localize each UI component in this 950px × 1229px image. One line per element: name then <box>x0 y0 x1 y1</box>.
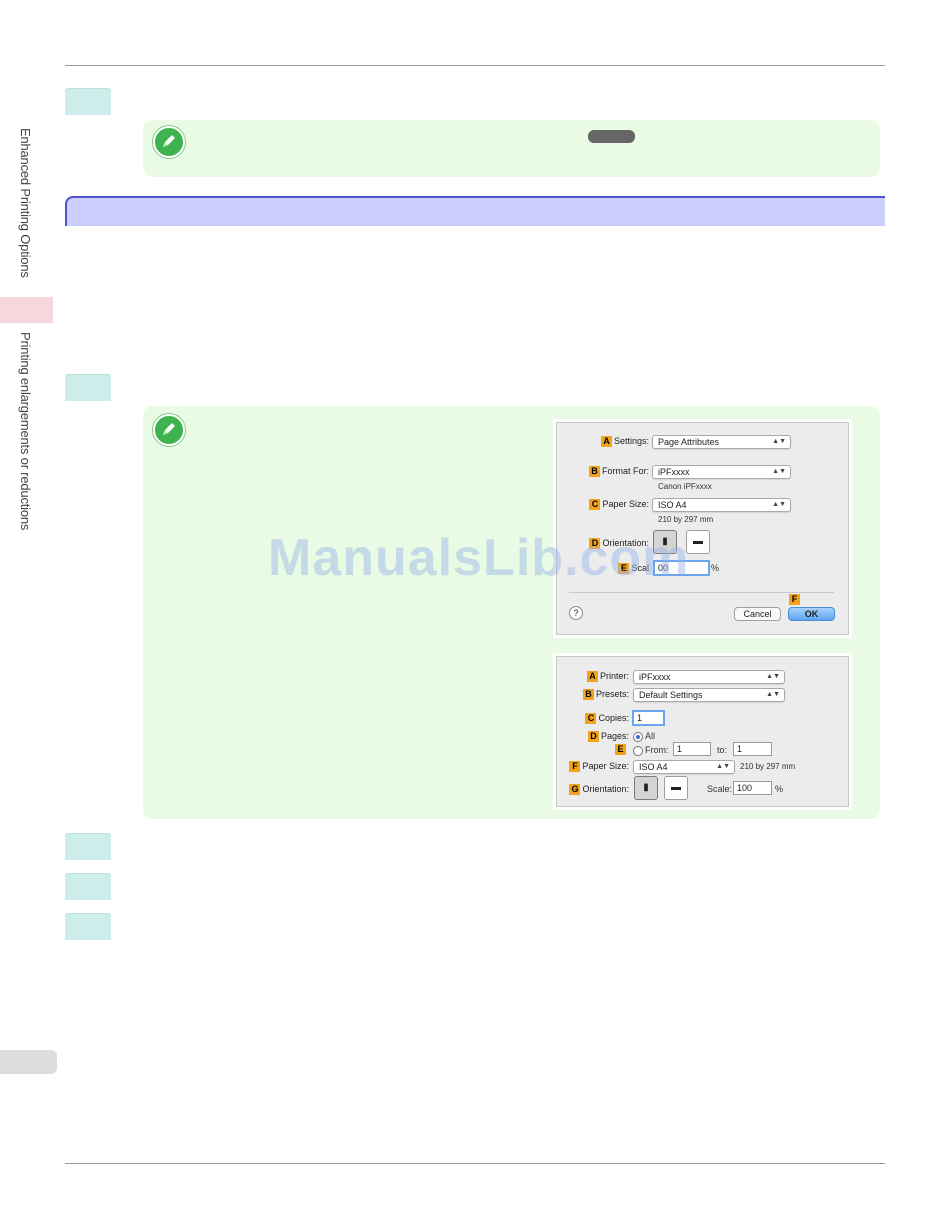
help-button[interactable]: ? <box>569 606 583 620</box>
badge-c: C <box>589 499 601 511</box>
popup-arrows-icon: ▲▼ <box>772 468 786 475</box>
dialog-divider <box>569 592 834 593</box>
format-for-subtext: Canon iPFxxxx <box>658 482 712 491</box>
badge-f: F <box>789 594 800 606</box>
popup-arrows-icon: ▲▼ <box>772 438 786 445</box>
watermark-text: ManualsLib.com <box>268 529 690 587</box>
sidebar-chapter-label: Enhanced Printing Options <box>18 128 33 278</box>
copies-input[interactable]: 1 <box>632 710 665 726</box>
badge-e: E <box>618 563 630 575</box>
scale-unit: % <box>775 784 784 794</box>
paper-size-subtext: 210 by 297 mm <box>740 762 796 771</box>
portrait-icon: ▮ <box>643 782 649 793</box>
sidebar-section-label: Printing enlargements or reductions <box>18 332 33 531</box>
key-button-graphic <box>588 130 635 143</box>
header-rule <box>65 65 885 66</box>
portrait-orientation-button[interactable]: ▮ <box>634 776 658 800</box>
note-pencil-icon <box>153 126 185 158</box>
radio-selected-icon <box>633 731 643 742</box>
sidebar-section-tab <box>0 297 53 323</box>
badge-d: D <box>587 731 599 743</box>
scale-label: Scale: <box>707 784 733 794</box>
to-label: to: <box>717 745 728 755</box>
landscape-orientation-button[interactable]: ▬ <box>686 530 710 554</box>
badge-g: G <box>569 784 581 796</box>
badge-c: C <box>585 713 597 725</box>
badge-d: D <box>589 538 601 550</box>
scale-unit: % <box>711 563 720 573</box>
footer-rule <box>65 1163 885 1164</box>
portrait-icon: ▮ <box>662 536 668 547</box>
popup-arrows-icon: ▲▼ <box>716 763 730 770</box>
cancel-button[interactable]: Cancel <box>734 607 781 621</box>
settings-popup[interactable]: Page Attributes▲▼ <box>652 435 791 449</box>
popup-arrows-icon: ▲▼ <box>766 673 780 680</box>
step-tab <box>65 873 111 900</box>
section-header-bar <box>65 196 885 226</box>
popup-arrows-icon: ▲▼ <box>766 691 780 698</box>
to-input[interactable]: 1 <box>733 742 772 756</box>
pages-all-radio[interactable]: All <box>633 731 655 742</box>
printer-popup[interactable]: iPFxxxx▲▼ <box>633 670 785 684</box>
badge-b: B <box>588 466 600 478</box>
scale-input[interactable]: 100 <box>733 781 772 795</box>
badge-a: A <box>586 671 598 683</box>
presets-popup[interactable]: Default Settings▲▼ <box>633 688 785 702</box>
pages-from-badge: E <box>615 744 628 756</box>
popup-arrows-icon: ▲▼ <box>772 501 786 508</box>
portrait-orientation-button[interactable]: ▮ <box>653 530 677 554</box>
badge-a: A <box>600 436 612 448</box>
format-for-popup[interactable]: iPFxxxx▲▼ <box>652 465 791 479</box>
landscape-icon: ▬ <box>693 536 703 547</box>
paper-size-popup[interactable]: ISO A4▲▼ <box>633 760 735 774</box>
note-box <box>143 120 880 177</box>
ok-badge: F <box>789 594 802 606</box>
landscape-icon: ▬ <box>671 782 681 793</box>
badge-e: E <box>615 744 626 756</box>
landscape-orientation-button[interactable]: ▬ <box>664 776 688 800</box>
pages-from-radio[interactable]: From: <box>633 745 669 756</box>
badge-f: F <box>569 761 581 773</box>
scale-input[interactable]: 00 <box>653 560 710 576</box>
badge-b: B <box>582 689 594 701</box>
step-tab <box>65 833 111 860</box>
step-tab <box>65 88 111 115</box>
step-tab <box>65 374 111 401</box>
from-input[interactable]: 1 <box>673 742 711 756</box>
step-tab <box>65 913 111 940</box>
radio-unselected-icon <box>633 745 643 756</box>
page-number-tab <box>0 1050 57 1074</box>
ok-button[interactable]: OK <box>788 607 835 621</box>
paper-size-popup[interactable]: ISO A4▲▼ <box>652 498 791 512</box>
note-pencil-icon <box>153 414 185 446</box>
paper-size-subtext: 210 by 297 mm <box>658 515 714 524</box>
